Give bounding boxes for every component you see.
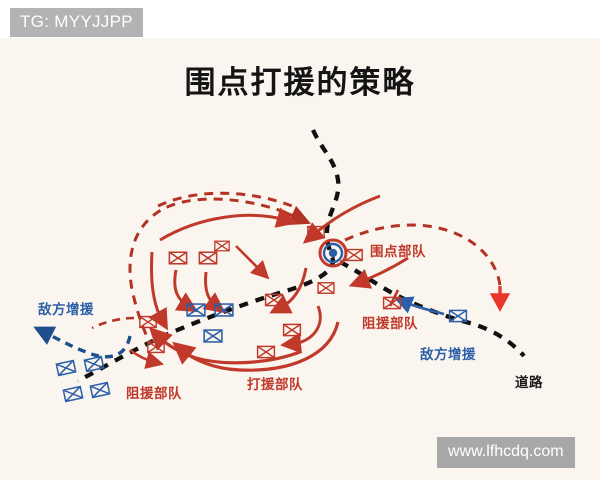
label-block-force-right: 阻援部队 — [362, 316, 418, 332]
label-block-force-left: 阻援部队 — [126, 386, 182, 402]
telegram-watermark: TG: MYYJJPP — [10, 8, 143, 37]
label-attack-force: 打援部队 — [247, 377, 303, 393]
diagram-background — [0, 38, 600, 480]
label-encircle-force: 围点部队 — [370, 244, 426, 260]
label-enemy-reinforcement-right: 敌方增援 — [420, 347, 476, 363]
blue-movement-arrows — [33, 296, 445, 359]
label-road: 道路 — [515, 375, 543, 391]
red-attack-arrows — [129, 194, 409, 372]
besieged-point-marker — [318, 238, 348, 268]
encirclement-arc — [91, 191, 511, 345]
page-title: 围点打援的策略 — [184, 65, 416, 101]
red-units — [139, 225, 402, 359]
website-watermark: www.lfhcdq.com — [437, 437, 575, 468]
label-enemy-reinforcement-left: 敌方增援 — [38, 302, 94, 318]
